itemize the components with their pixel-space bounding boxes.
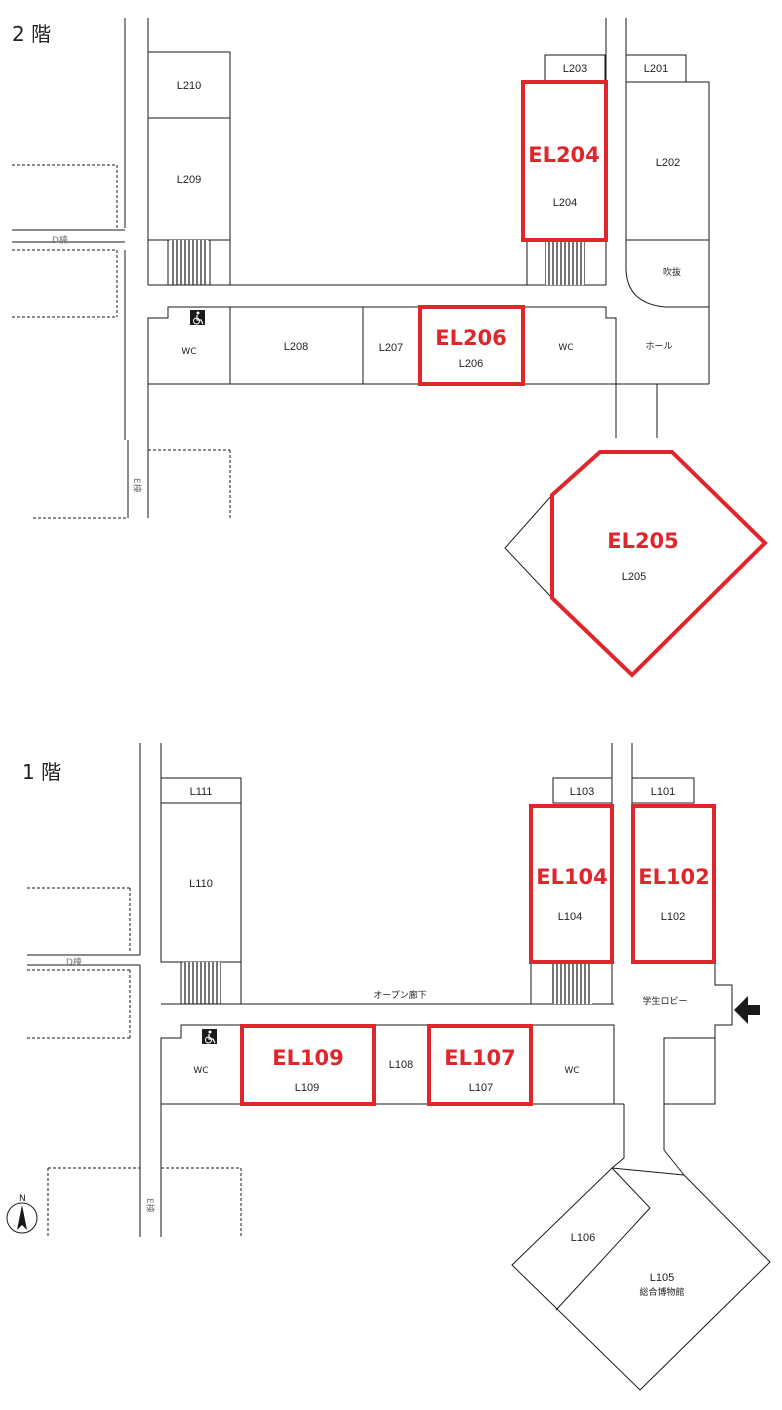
highlight-el102[interactable] — [631, 804, 716, 964]
label-el104: EL104 — [536, 865, 608, 889]
label-el205: EL205 — [607, 529, 679, 553]
room-l110: L110 — [189, 878, 213, 890]
north-compass-icon: N — [6, 1194, 38, 1234]
room-wc-right-2f: WC — [558, 343, 573, 353]
room-l208: L208 — [284, 341, 308, 353]
highlight-el204[interactable] — [521, 80, 608, 242]
room-l205: L205 — [622, 571, 646, 583]
highlight-el107[interactable] — [427, 1024, 533, 1106]
highlight-el109[interactable] — [240, 1024, 376, 1106]
label-el109: EL109 — [272, 1046, 344, 1070]
building-d-label-1f: D棟 — [66, 956, 82, 968]
room-l104: L104 — [558, 911, 582, 923]
entrance-arrow-icon — [734, 996, 760, 1024]
floor-2-title: 2 階 — [12, 22, 51, 46]
open-corridor-label: オープン廊下 — [373, 989, 426, 1001]
building-e-label-2f: E棟 — [131, 478, 143, 493]
room-l106: L106 — [571, 1232, 595, 1244]
label-el107: EL107 — [444, 1046, 516, 1070]
room-l102: L102 — [661, 911, 685, 923]
wheelchair-icon — [190, 310, 205, 325]
room-l101: L101 — [651, 786, 675, 798]
label-el102: EL102 — [638, 865, 710, 889]
room-l209: L209 — [177, 174, 201, 186]
room-wc-left-1f: WC — [193, 1066, 208, 1076]
room-l111: L111 — [190, 786, 213, 798]
room-l103: L103 — [570, 786, 594, 798]
stairs-right-2f — [526, 240, 585, 285]
room-l108: L108 — [389, 1059, 413, 1071]
wheelchair-icon — [202, 1029, 217, 1044]
highlight-el104[interactable] — [529, 804, 614, 964]
stairs-left-1f — [180, 962, 242, 1004]
atrium-label: 吹抜 — [663, 266, 681, 278]
hall-label: ホール — [645, 341, 672, 352]
room-l203: L203 — [563, 63, 587, 75]
building-e-label-1f: E棟 — [144, 1198, 156, 1213]
room-l206: L206 — [459, 358, 483, 370]
stairs-left-2f — [167, 240, 231, 285]
compass-north-label: N — [19, 1194, 26, 1204]
room-l201: L201 — [644, 63, 668, 75]
room-l109: L109 — [295, 1082, 319, 1094]
room-wc-left-2f: WC — [181, 347, 196, 357]
floor-1: 1 階 D棟 E棟 N L111 L110 — [6, 743, 771, 1391]
floor-1-title: 1 階 — [22, 760, 61, 784]
label-el204: EL204 — [528, 143, 600, 167]
student-lobby-label: 学生ロビー — [642, 995, 687, 1007]
room-l204: L204 — [553, 197, 577, 209]
room-l105: L105 — [650, 1272, 674, 1284]
room-l207: L207 — [379, 342, 403, 354]
room-wc-right-1f: WC — [564, 1066, 579, 1076]
room-l202: L202 — [656, 157, 680, 169]
room-l107: L107 — [469, 1082, 493, 1094]
floor-2: 2 階 D棟 E棟 L210 L209 — [12, 18, 768, 678]
museum-label: 総合博物館 — [639, 1286, 684, 1298]
room-l210: L210 — [177, 80, 201, 92]
highlight-el205[interactable] — [550, 450, 768, 678]
label-el206: EL206 — [435, 326, 507, 350]
highlight-el206[interactable] — [418, 305, 525, 386]
stairs-right-1f — [530, 962, 592, 1004]
building-d-label-2f: D棟 — [52, 234, 68, 246]
